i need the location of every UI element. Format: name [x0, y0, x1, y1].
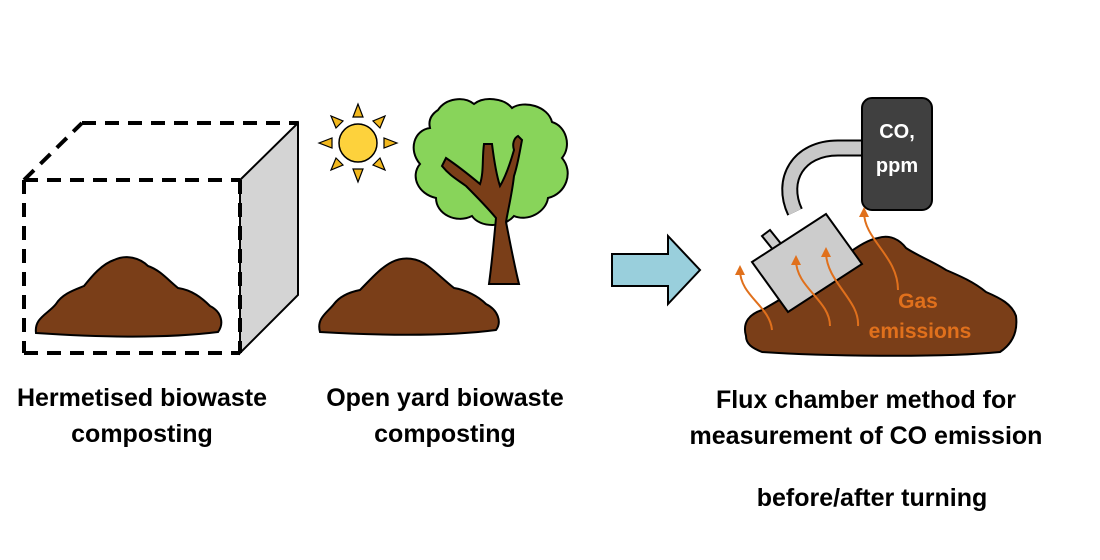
tree-icon [318, 98, 569, 336]
chamber-body [750, 212, 864, 314]
tree-trunk [440, 134, 524, 285]
flux-caption-line2: measurement of CO emission [690, 422, 1043, 450]
flux-caption-line3: before/after turning [757, 484, 988, 512]
gas-emission-arrows [735, 207, 899, 331]
compost-pile-icon [34, 256, 223, 338]
flux-chamber-setup: CO, ppm Gas emissions [735, 97, 1018, 357]
hermetised-caption-line2: composting [71, 420, 213, 448]
hermetised-caption-line1: Hermetised biowaste [17, 384, 267, 412]
gas-label-line1: Gas [898, 290, 938, 313]
right-arrow-icon [611, 233, 702, 307]
meter-label-line2: ppm [876, 155, 918, 177]
gas-label-line2: emissions [869, 320, 972, 343]
open-yard-caption-line1: Open yard biowaste [326, 384, 564, 412]
hermetised-container-icon [22, 120, 299, 356]
gas-meter-icon: CO, ppm [861, 97, 933, 211]
sun-icon [317, 102, 399, 184]
dashed-box-outline [22, 121, 298, 355]
flux-caption-line1: Flux chamber method for [716, 386, 1016, 414]
meter-label-line1: CO, [879, 121, 915, 143]
compost-pile-icon [318, 257, 500, 336]
open-yard-caption-line2: composting [374, 420, 516, 448]
box-side-face [239, 120, 299, 356]
flux-chamber-icon [750, 212, 864, 314]
